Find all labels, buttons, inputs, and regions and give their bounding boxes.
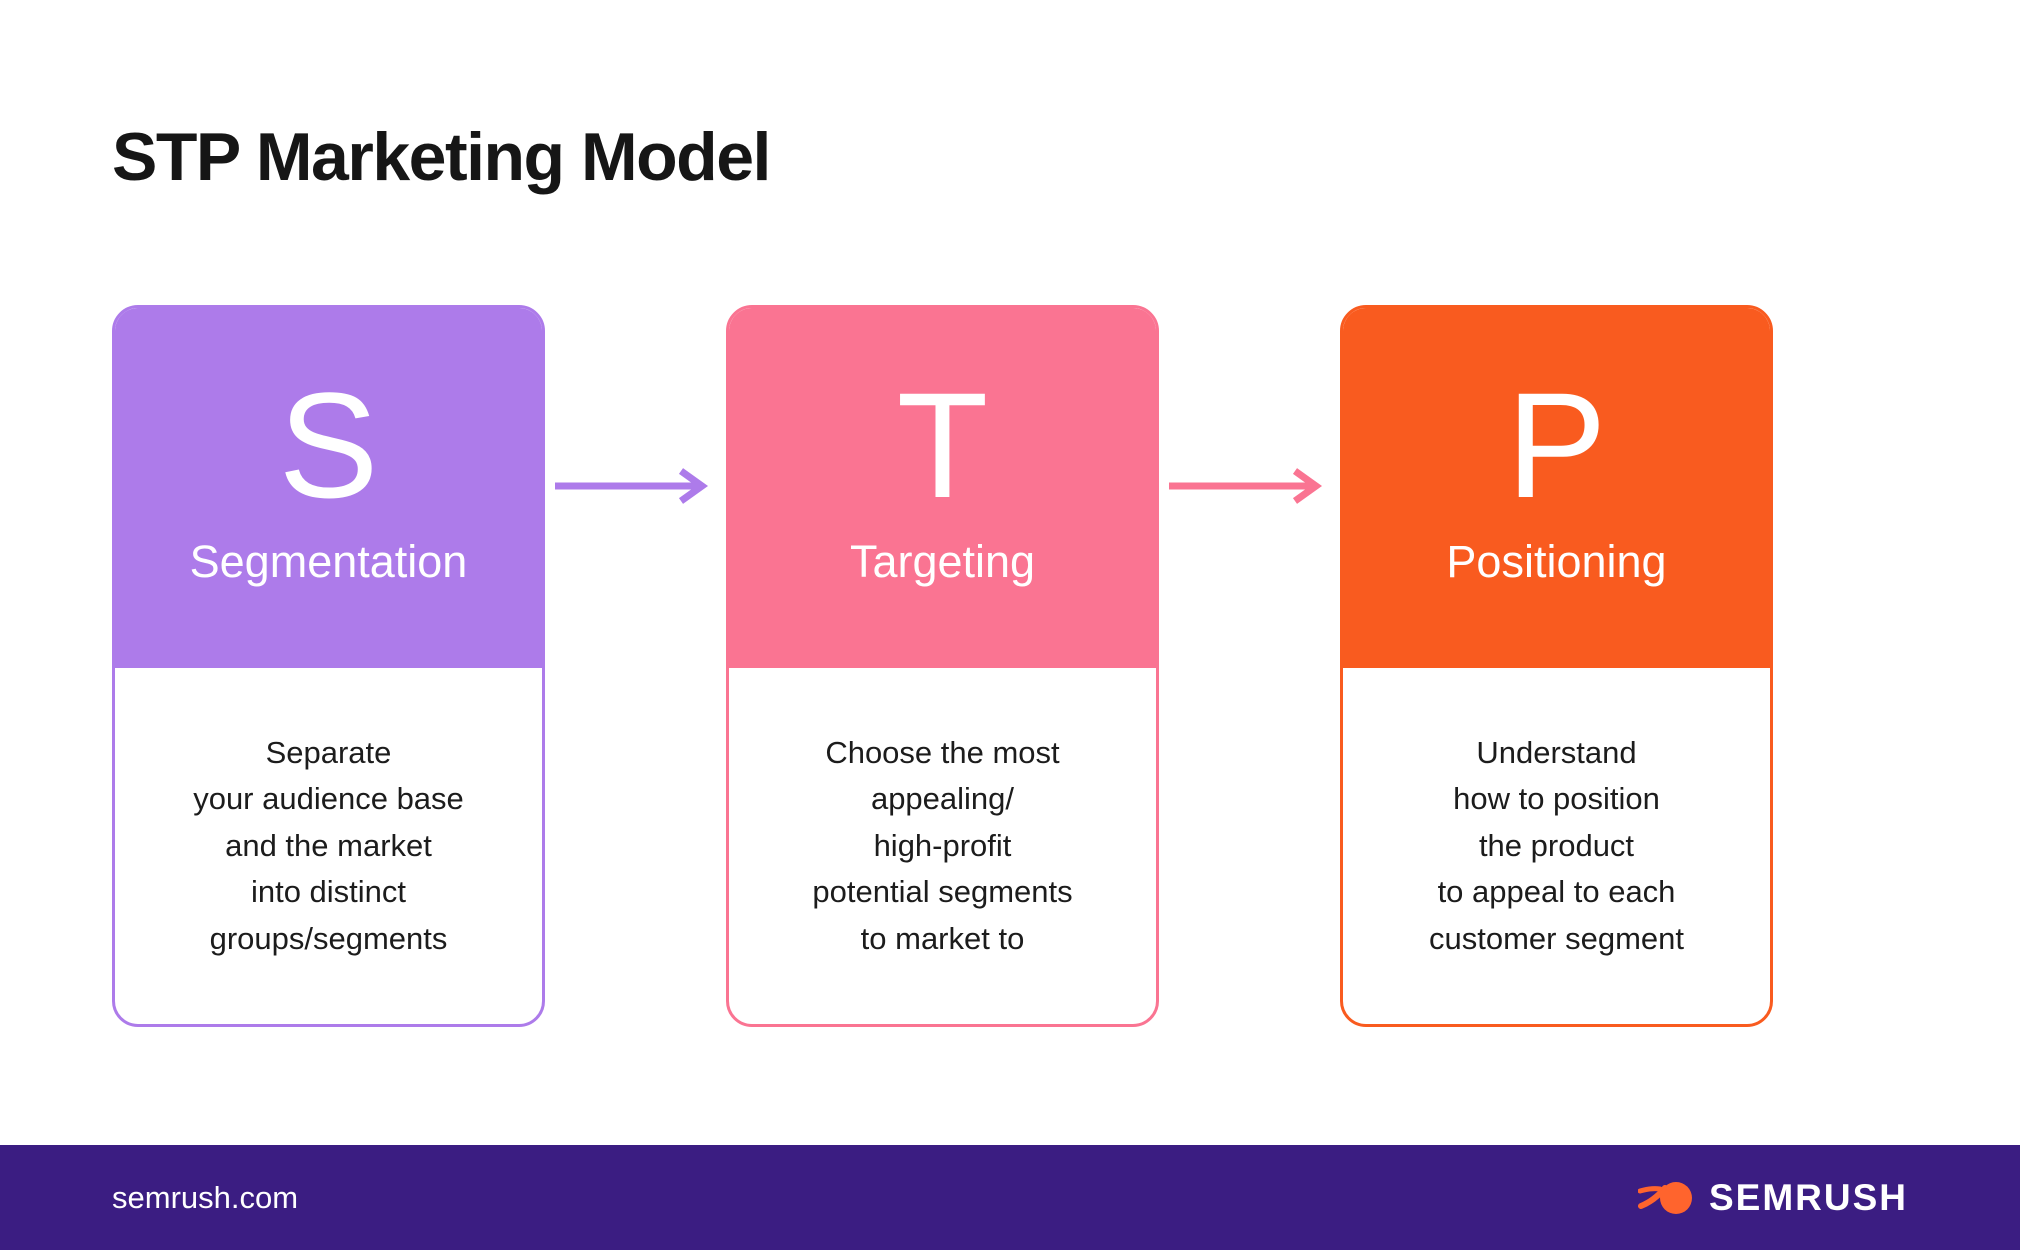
card-segmentation: S Segmentation Separate your audience ba… xyxy=(112,305,545,1027)
footer-url: semrush.com xyxy=(112,1179,299,1215)
card-positioning: P Positioning Understand how to position… xyxy=(1340,305,1773,1027)
card-positioning-header: P Positioning xyxy=(1343,308,1770,668)
cards-row: S Segmentation Separate your audience ba… xyxy=(112,305,1773,1027)
card-targeting-description: Choose the most appealing/ high-profit p… xyxy=(812,734,1073,956)
card-positioning-label: Positioning xyxy=(1446,536,1667,588)
card-segmentation-letter: S xyxy=(278,360,379,529)
card-targeting-header: T Targeting xyxy=(729,308,1156,668)
card-targeting-letter: T xyxy=(896,360,989,529)
card-segmentation-body: Separate your audience base and the mark… xyxy=(115,668,542,1024)
arrow-right-icon xyxy=(1169,468,1323,504)
card-positioning-body: Understand how to position the product t… xyxy=(1343,668,1770,1024)
semrush-wordmark: SEMRUSH xyxy=(1708,1176,1908,1218)
card-segmentation-description: Separate your audience base and the mark… xyxy=(193,734,464,956)
card-segmentation-header: S Segmentation xyxy=(115,308,542,668)
semrush-flame-icon xyxy=(1637,1181,1692,1214)
card-targeting-body: Choose the most appealing/ high-profit p… xyxy=(729,668,1156,1024)
card-positioning-letter: P xyxy=(1506,360,1607,529)
page-title: STP Marketing Model xyxy=(112,118,771,195)
arrow-right-icon xyxy=(555,468,709,504)
card-segmentation-label: Segmentation xyxy=(189,536,468,588)
card-positioning-description: Understand how to position the product t… xyxy=(1429,734,1684,956)
semrush-logo: SEMRUSH xyxy=(1637,1176,1908,1219)
card-targeting-label: Targeting xyxy=(849,536,1036,588)
card-targeting: T Targeting Choose the most appealing/ h… xyxy=(726,305,1159,1027)
footer-bar: semrush.com SEMRUSH xyxy=(0,1145,2020,1250)
